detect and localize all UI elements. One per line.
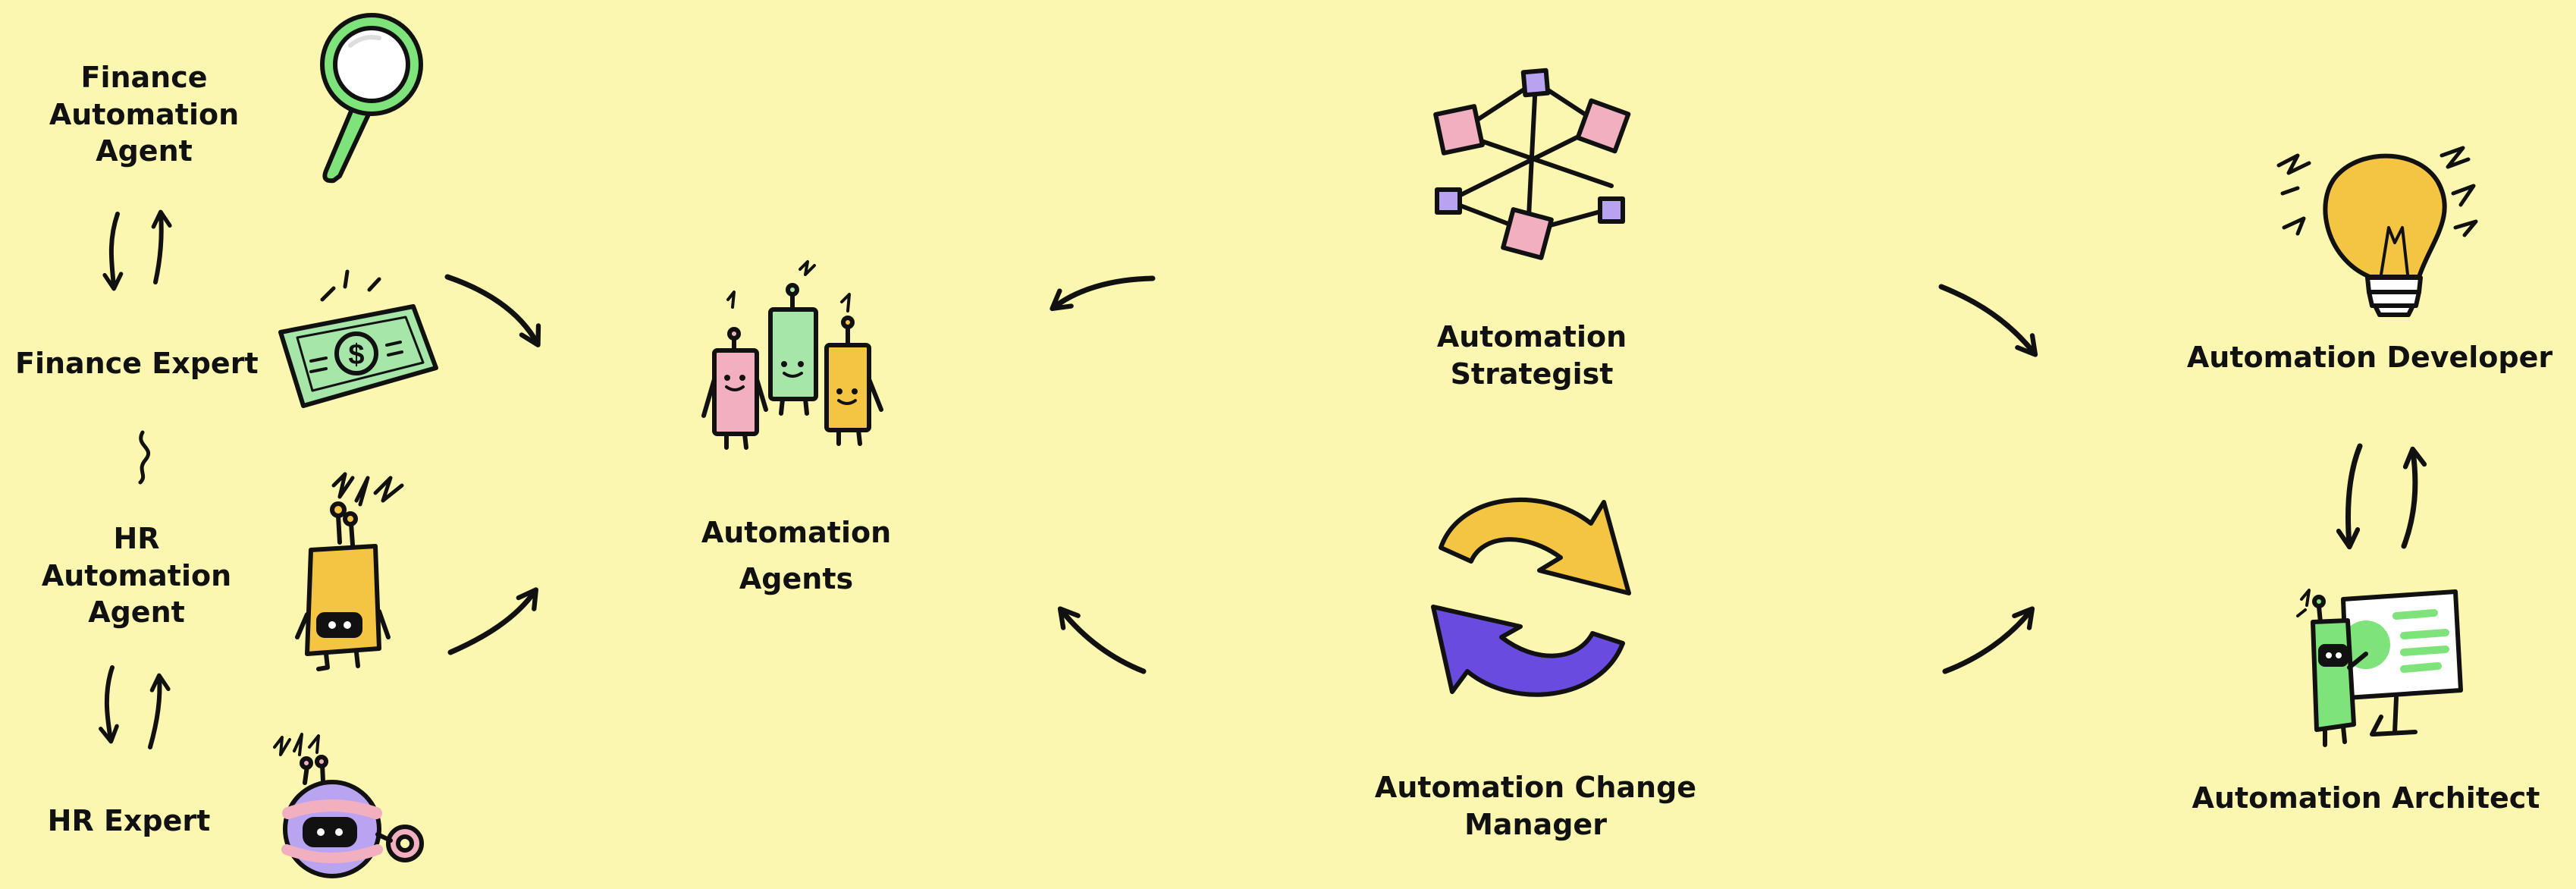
hr-exchange-arrows (99, 665, 171, 749)
presenter-robot-icon (2296, 589, 2463, 747)
finance-exchange-arrows (102, 209, 172, 291)
lightbulb-icon (2276, 146, 2478, 317)
yellow-robot-icon (295, 472, 404, 671)
arrow-change-manager-to-agents (1057, 606, 1147, 674)
squiggle-connector (138, 430, 151, 485)
svg-text:$: $ (348, 339, 364, 371)
arrow-strategist-to-agents (1050, 275, 1156, 312)
arrow-to-agents-top (444, 274, 541, 347)
architect-label: Automation Architect (2192, 781, 2540, 815)
money-bill-icon: $ (278, 269, 438, 408)
network-icon (1433, 68, 1631, 260)
developer-architect-arrows (2336, 443, 2427, 550)
arrow-to-agents-bottom (447, 587, 538, 655)
refresh-cycle-icon (1431, 497, 1631, 697)
arrow-change-manager-to-architect (1942, 606, 2035, 674)
hr-agent-label: HR Automation Agent (41, 522, 232, 630)
robot-trio-icon (701, 260, 883, 450)
hr-expert-label: HR Expert (47, 804, 211, 837)
arrow-strategist-to-developer (1938, 284, 2038, 357)
finance-expert-label: Finance Expert (15, 347, 259, 380)
automation-agents-label: Automation Agents (701, 516, 892, 595)
finance-agent-label: Finance Automation Agent (49, 61, 240, 168)
round-robot-icon (273, 733, 424, 878)
strategist-label: Automation Strategist (1436, 320, 1627, 391)
magnifying-glass-icon (320, 13, 423, 184)
developer-label: Automation Developer (2186, 341, 2553, 374)
change-manager-label: Automation Change Manager (1374, 771, 1697, 841)
